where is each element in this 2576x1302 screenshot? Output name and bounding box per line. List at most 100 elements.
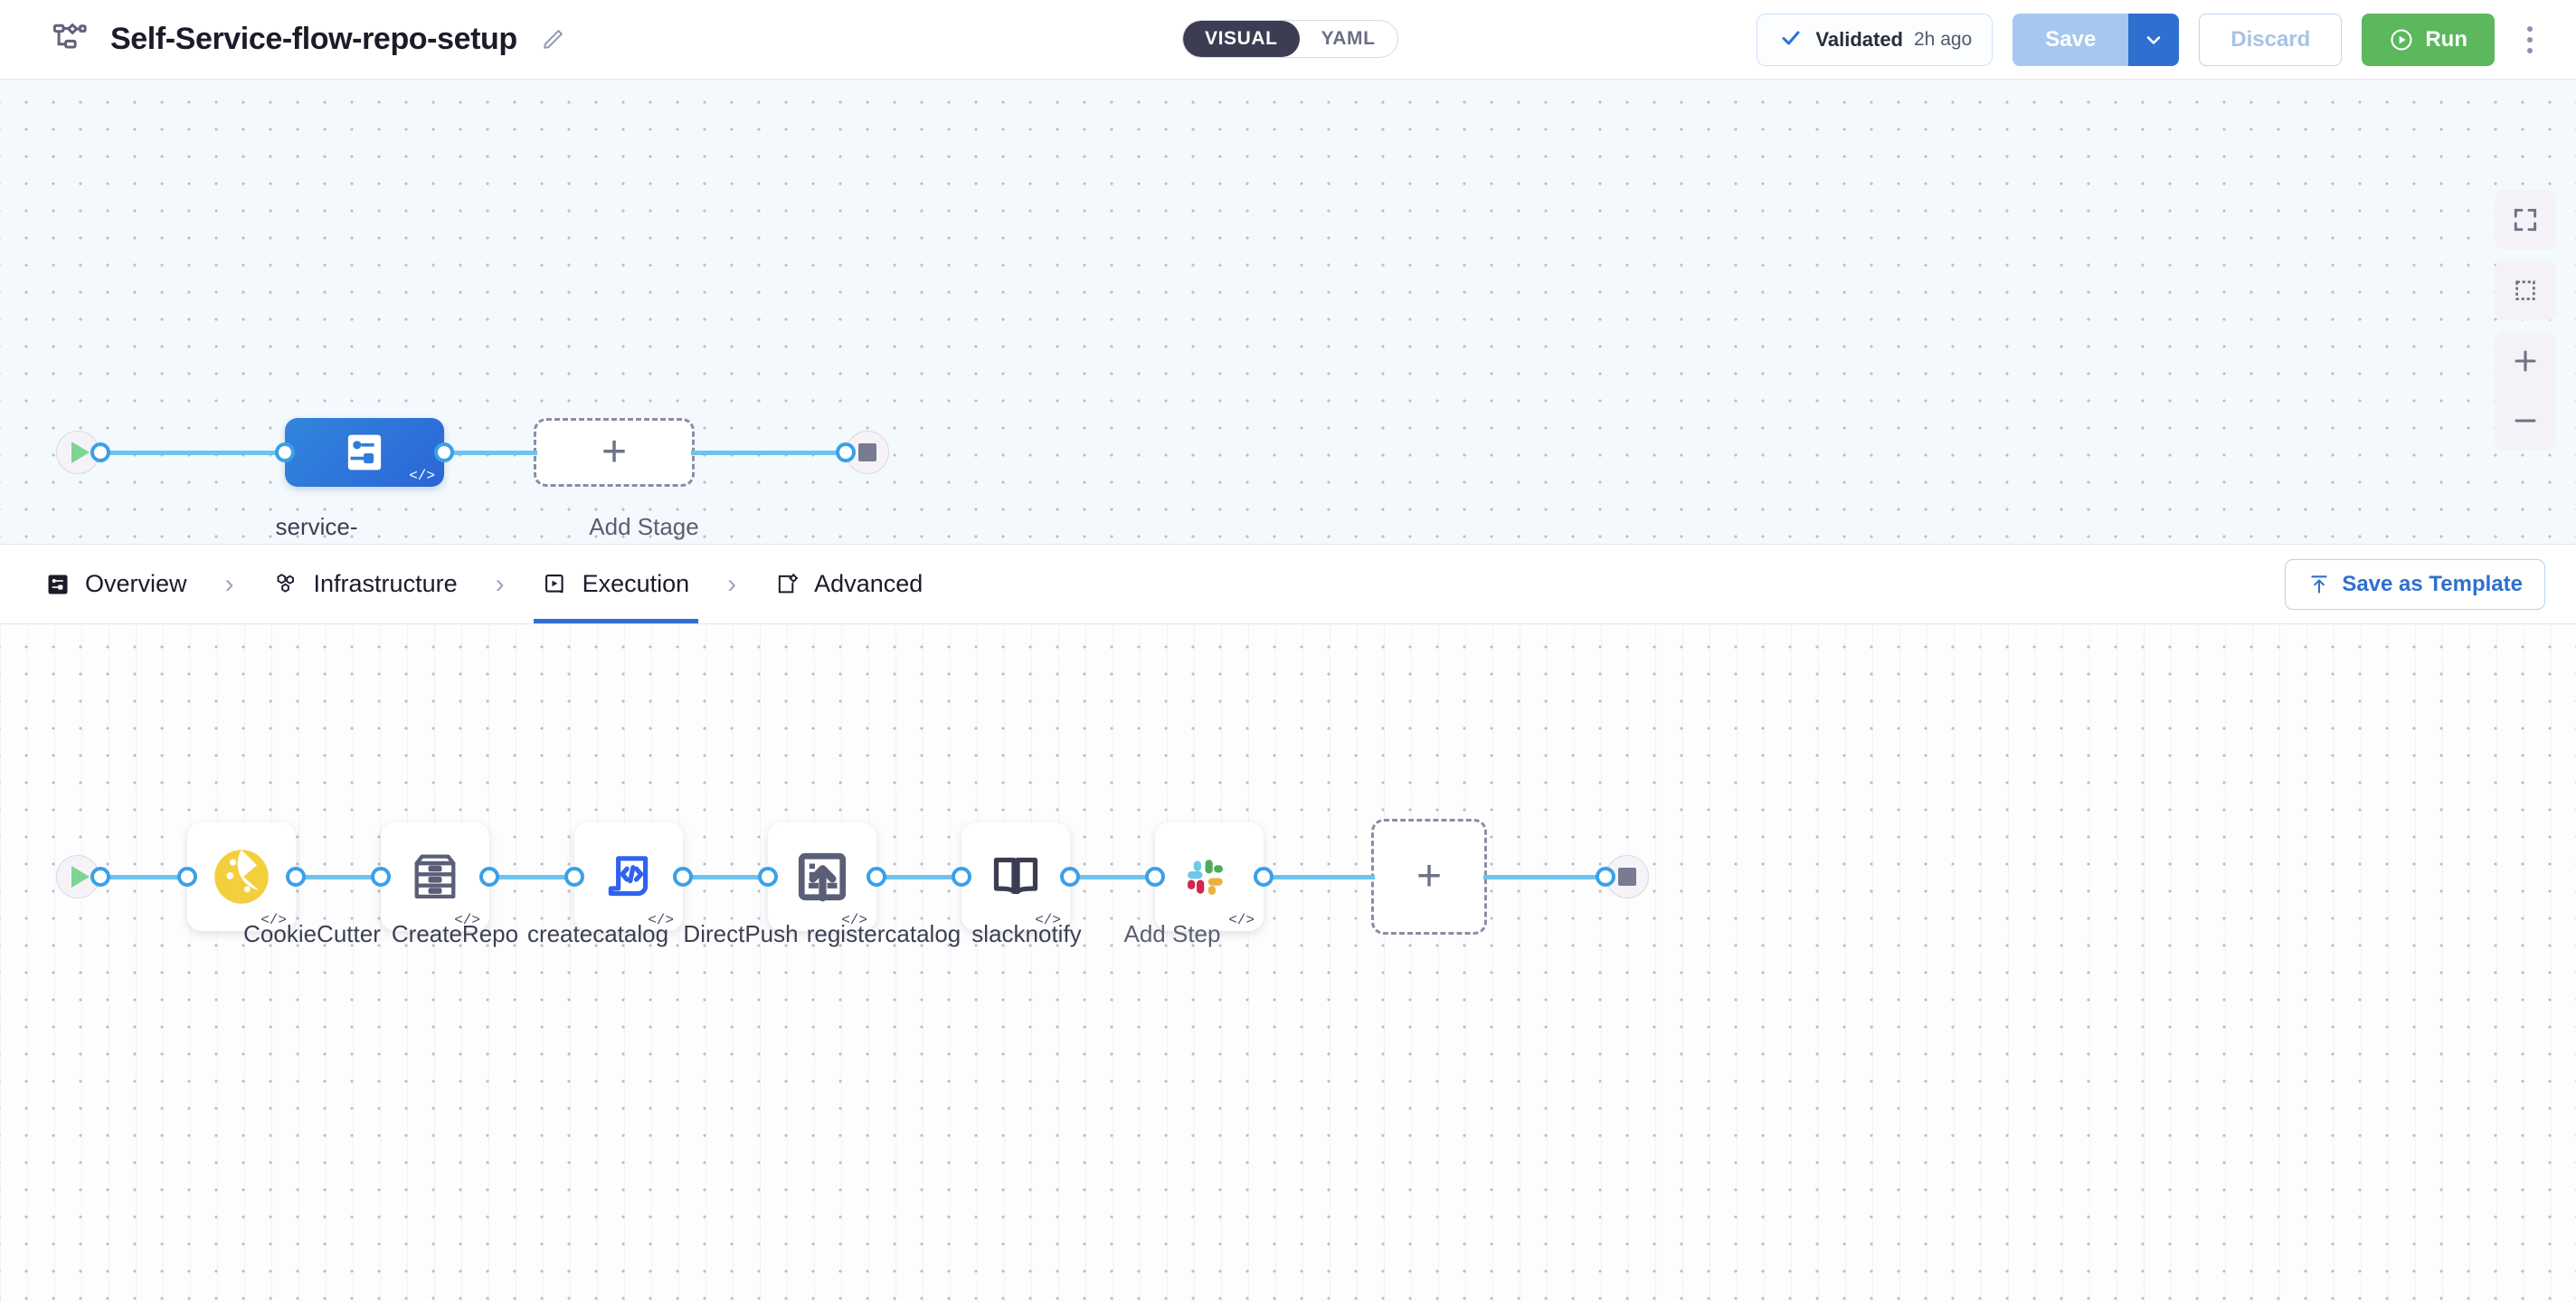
stage-flow-row: </> + xyxy=(56,418,889,487)
step-node-createrepo[interactable]: </> xyxy=(381,822,489,931)
tab-advanced-label: Advanced xyxy=(814,570,923,598)
step-node-slacknotify[interactable]: </> xyxy=(1155,822,1264,931)
stage-config-tabbar: Overview › Infrastructure › Execution › xyxy=(0,545,2576,624)
execution-play-icon xyxy=(543,572,568,597)
fit-to-screen-button[interactable] xyxy=(2495,190,2556,250)
view-toggle-visual[interactable]: VISUAL xyxy=(1183,21,1300,57)
connector-link xyxy=(1270,875,1375,879)
connector-port[interactable] xyxy=(1254,867,1274,887)
zoom-in-button[interactable] xyxy=(2495,331,2556,391)
advanced-gear-icon xyxy=(774,572,800,597)
stop-icon xyxy=(1618,868,1636,886)
tab-separator: › xyxy=(467,569,534,600)
add-stage-button[interactable]: + xyxy=(534,418,695,487)
connector-port[interactable] xyxy=(867,867,886,887)
tab-separator: › xyxy=(698,569,765,600)
step-node-registercatalog[interactable]: </> xyxy=(961,822,1070,931)
validation-status-badge: Validated 2h ago xyxy=(1757,14,1993,66)
discard-button[interactable]: Discard xyxy=(2199,14,2342,66)
code-badge: </> xyxy=(648,913,674,927)
upload-push-icon xyxy=(794,849,850,905)
connector-link xyxy=(107,875,181,879)
add-stage-label: Add Stage xyxy=(543,512,745,542)
infrastructure-hex-icon xyxy=(272,571,299,598)
view-mode-toggle[interactable]: VISUAL YAML xyxy=(1182,20,1398,58)
connector-port[interactable] xyxy=(371,867,391,887)
canvas-controls xyxy=(2495,190,2556,451)
save-as-template-button[interactable]: Save as Template xyxy=(2285,559,2545,610)
pencil-edit-icon[interactable] xyxy=(537,24,568,55)
header-actions: Validated 2h ago Save Discard Run xyxy=(1757,14,2545,66)
connector-port[interactable] xyxy=(479,867,499,887)
connector-link xyxy=(883,875,955,879)
play-icon xyxy=(71,442,90,463)
play-icon xyxy=(71,866,90,888)
stage-node-service-onboarding[interactable]: </> xyxy=(285,418,444,487)
connector-port[interactable] xyxy=(836,442,856,462)
stop-icon xyxy=(858,443,876,461)
connector-link xyxy=(1076,875,1149,879)
connector-port[interactable] xyxy=(90,442,110,462)
connector-link xyxy=(691,451,839,455)
connector-port[interactable] xyxy=(275,442,295,462)
step-node-directpush[interactable]: </> xyxy=(768,822,876,931)
tab-execution[interactable]: Execution xyxy=(534,545,699,623)
stage-node-label: service- onboarding xyxy=(226,512,407,545)
play-circle-icon xyxy=(2389,27,2414,52)
code-badge: </> xyxy=(454,913,480,927)
plus-icon xyxy=(2510,346,2541,376)
save-dropdown-chevron-down-icon[interactable] xyxy=(2128,14,2179,66)
kebab-menu-icon[interactable] xyxy=(2514,14,2545,66)
upload-template-icon xyxy=(2307,573,2331,596)
code-badge: </> xyxy=(841,913,867,927)
tab-advanced[interactable]: Advanced xyxy=(765,545,932,623)
connector-port[interactable] xyxy=(1060,867,1080,887)
steps-canvas[interactable]: </> </> xyxy=(0,624,2576,1302)
zoom-out-button[interactable] xyxy=(2495,391,2556,451)
save-button-group[interactable]: Save xyxy=(2012,14,2179,66)
connector-port[interactable] xyxy=(1596,867,1615,887)
slack-icon xyxy=(1182,850,1236,904)
code-badge: </> xyxy=(260,913,287,927)
overview-icon xyxy=(45,572,71,597)
tab-separator: › xyxy=(196,569,263,600)
run-button[interactable]: Run xyxy=(2362,14,2495,66)
code-badge: </> xyxy=(409,469,435,483)
fullscreen-corners-icon xyxy=(2511,205,2540,234)
plus-icon: + xyxy=(601,431,627,474)
connector-port[interactable] xyxy=(1145,867,1165,887)
validated-label: Validated xyxy=(1815,28,1903,52)
stage-canvas[interactable]: </> + service- onboarding Add Stage xyxy=(0,80,2576,545)
connector-port[interactable] xyxy=(758,867,778,887)
connector-port[interactable] xyxy=(434,442,454,462)
validated-timestamp: 2h ago xyxy=(1914,29,1972,51)
connector-link xyxy=(107,451,279,455)
step-node-createcatalog[interactable]: </> xyxy=(574,822,683,931)
header-left-group: Self-Service-flow-repo-setup xyxy=(49,19,568,61)
connector-link xyxy=(689,875,762,879)
connector-port[interactable] xyxy=(952,867,971,887)
view-toggle-yaml[interactable]: YAML xyxy=(1300,21,1397,57)
plus-icon: + xyxy=(1416,855,1442,898)
step-node-cookiecutter[interactable]: </> xyxy=(187,822,296,931)
open-book-icon xyxy=(989,850,1043,904)
code-badge: </> xyxy=(1228,913,1255,927)
tab-overview[interactable]: Overview xyxy=(36,545,196,623)
dashed-square-icon xyxy=(2512,277,2539,304)
connector-port[interactable] xyxy=(673,867,693,887)
check-icon xyxy=(1777,27,1804,52)
connector-port[interactable] xyxy=(564,867,584,887)
code-badge: </> xyxy=(1035,913,1061,927)
box-select-button[interactable] xyxy=(2495,261,2556,320)
connector-link xyxy=(302,875,374,879)
connector-port[interactable] xyxy=(286,867,306,887)
app-header: Self-Service-flow-repo-setup VISUAL YAML… xyxy=(0,0,2576,80)
add-step-button[interactable]: + xyxy=(1371,819,1487,935)
zoom-controls-group xyxy=(2495,331,2556,451)
connector-port[interactable] xyxy=(177,867,197,887)
connector-link xyxy=(496,875,568,879)
save-button[interactable]: Save xyxy=(2012,14,2128,66)
tab-overview-label: Overview xyxy=(85,570,187,598)
connector-port[interactable] xyxy=(90,867,110,887)
tab-infrastructure[interactable]: Infrastructure xyxy=(263,545,467,623)
